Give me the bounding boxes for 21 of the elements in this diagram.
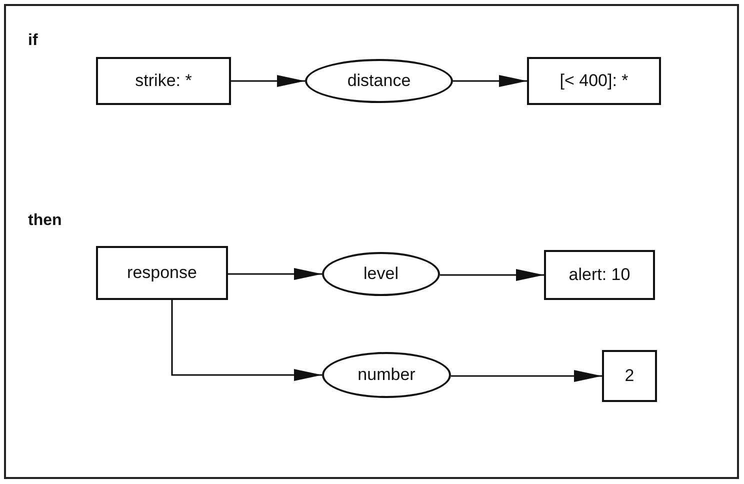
- node-label: alert: 10: [568, 265, 630, 285]
- arrow: [451, 370, 602, 382]
- concept-box: [96, 246, 228, 300]
- arrow: [228, 268, 322, 280]
- node-label: strike: *: [135, 71, 192, 91]
- node-label: 2: [624, 366, 634, 386]
- arrow: [440, 269, 544, 281]
- section-label: then: [28, 212, 62, 230]
- concept-box: [602, 350, 657, 402]
- node-label: level: [364, 264, 398, 284]
- node-label: [< 400]: *: [560, 71, 628, 91]
- node-label: distance: [347, 71, 411, 91]
- concept-box: [527, 57, 661, 105]
- concept-box: [96, 57, 231, 105]
- arrow: [231, 75, 305, 87]
- node-label: response: [127, 263, 197, 283]
- arrow: [171, 300, 322, 381]
- arrow: [453, 75, 527, 87]
- node-label: number: [358, 365, 416, 385]
- concept-box: [544, 250, 655, 300]
- section-label: if: [28, 32, 38, 50]
